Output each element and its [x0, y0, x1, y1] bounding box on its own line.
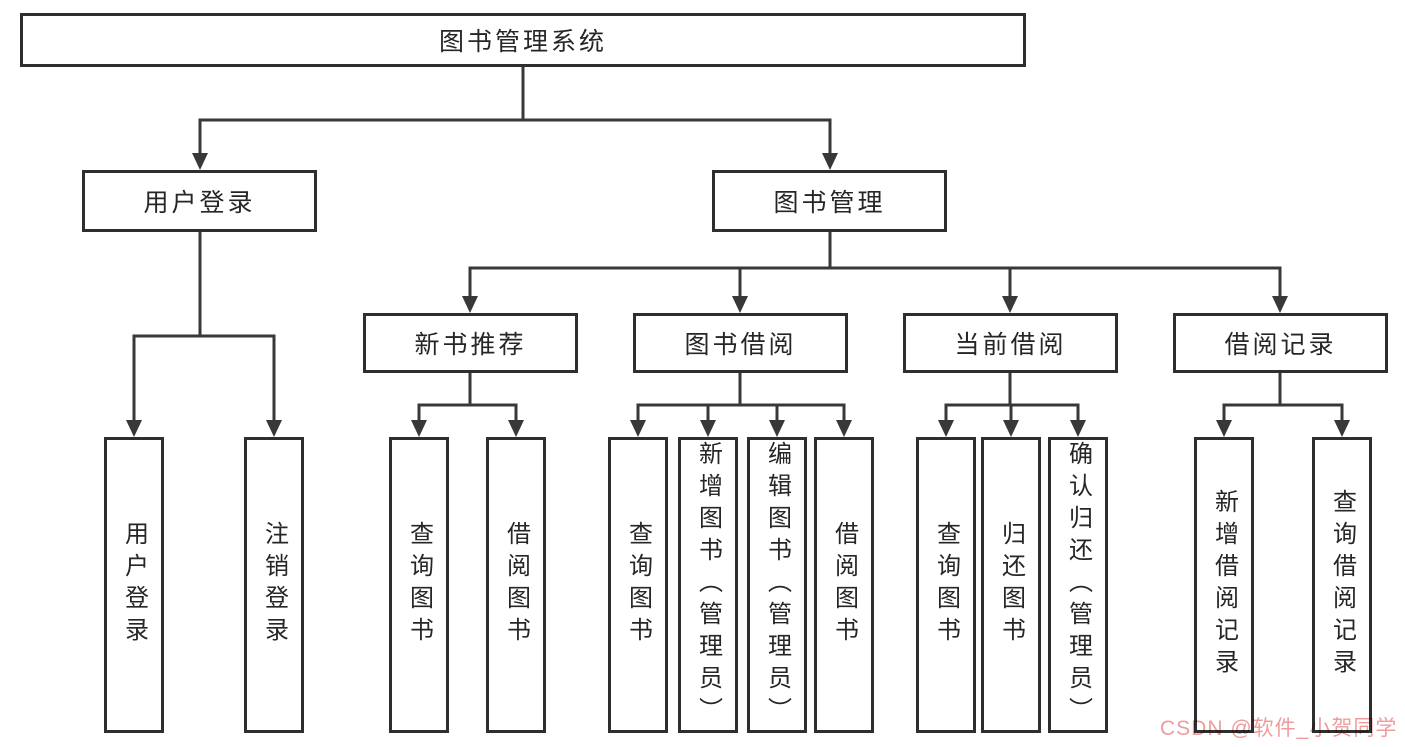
leaf-recommend-query-books: 查询图书 [389, 437, 449, 733]
connector-path [132, 65, 1344, 424]
node-current-borrowing: 当前借阅 [903, 313, 1118, 373]
leaf-current-return-books: 归还图书 [981, 437, 1041, 733]
arrowhead-icon [1002, 296, 1018, 313]
leaf-records-add-record: 新增借阅记录 [1194, 437, 1254, 733]
node-book-borrowing: 图书借阅 [633, 313, 848, 373]
node-user-login: 用户登录 [82, 170, 317, 232]
arrowhead-icon [126, 420, 142, 437]
arrowhead-icon [508, 420, 524, 437]
arrowhead-icon [1216, 420, 1232, 437]
arrowhead-icon [1272, 296, 1288, 313]
arrowhead-icon [732, 296, 748, 313]
leaf-current-confirm-return-admin: 确认归还（管理员） [1048, 437, 1108, 733]
arrowhead-icon [1070, 420, 1086, 437]
leaf-borrowing-edit-books-admin: 编辑图书（管理员） [747, 437, 807, 733]
arrowhead-icon [938, 420, 954, 437]
arrowhead-icon [1003, 420, 1019, 437]
arrowhead-icon [769, 420, 785, 437]
arrowhead-icon [266, 420, 282, 437]
leaf-borrowing-query-books: 查询图书 [608, 437, 668, 733]
arrowheads [126, 153, 1350, 437]
arrowhead-icon [192, 153, 208, 170]
arrowhead-icon [462, 296, 478, 313]
leaf-records-query-record: 查询借阅记录 [1312, 437, 1372, 733]
leaf-user-login: 用户登录 [104, 437, 164, 733]
arrowhead-icon [630, 420, 646, 437]
leaf-logout: 注销登录 [244, 437, 304, 733]
csdn-watermark: CSDN @软件_小贺同学 [1160, 717, 1398, 740]
arrowhead-icon [411, 420, 427, 437]
leaf-current-query-books: 查询图书 [916, 437, 976, 733]
node-library-system: 图书管理系统 [20, 13, 1026, 67]
node-book-management: 图书管理 [712, 170, 947, 232]
leaf-borrowing-borrow-books: 借阅图书 [814, 437, 874, 733]
arrowhead-icon [700, 420, 716, 437]
leaf-borrowing-add-books-admin: 新增图书（管理员） [678, 437, 738, 733]
arrowhead-icon [836, 420, 852, 437]
leaf-recommend-borrow-books: 借阅图书 [486, 437, 546, 733]
arrowhead-icon [822, 153, 838, 170]
arrowhead-icon [1334, 420, 1350, 437]
node-borrowing-records: 借阅记录 [1173, 313, 1388, 373]
node-new-book-recommendation: 新书推荐 [363, 313, 578, 373]
